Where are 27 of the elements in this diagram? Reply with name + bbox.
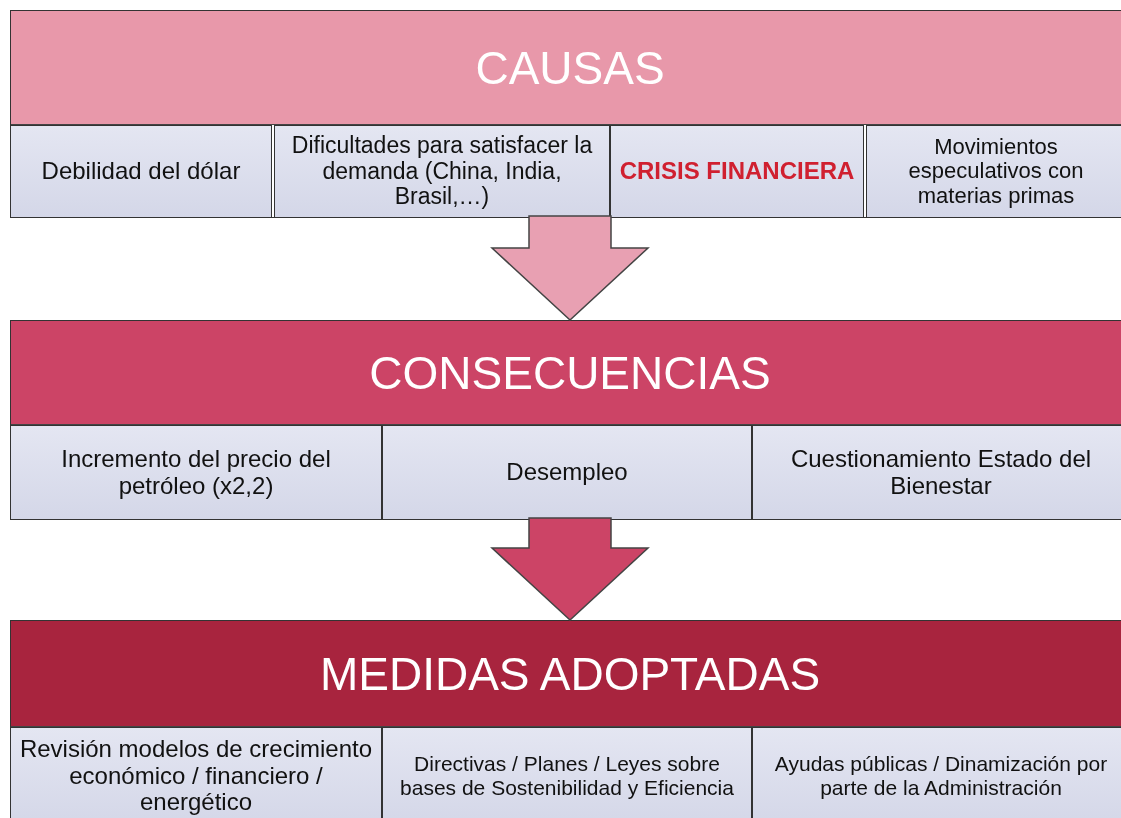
box-text: Ayudas públicas / Dinamización por parte de la Administración [773, 752, 1109, 800]
box-text: Movimientos especulativos con materias primas [907, 134, 1085, 209]
cause-box [752, 425, 1121, 520]
box-text: Directivas / Planes / Leyes sobre bases de Sostenibilidad y Eficiencia [399, 752, 735, 800]
cause-box [382, 727, 752, 818]
box-text: Cuestionamiento Estado del Bienestar [789, 445, 1093, 500]
box-text: Dificultades para satisfacer la demanda (China, India, Brasil,…) [290, 132, 594, 211]
cause-box [10, 125, 272, 218]
box-text: Debilidad del dólar [41, 158, 241, 185]
cause-box [866, 125, 1121, 218]
box-text: Incremento del precio del petróleo (x2,2) [60, 445, 332, 500]
cause-box [752, 727, 1121, 818]
block-arrow [490, 215, 650, 322]
cause-box [382, 425, 752, 520]
cause-box [610, 125, 864, 218]
cause-box [10, 425, 382, 520]
box-text: CRISIS FINANCIERA [619, 158, 855, 185]
section-panel [10, 320, 1121, 520]
section-panel [10, 10, 1121, 218]
section-title: CONSECUENCIAS [369, 345, 771, 400]
section-title: CAUSAS [475, 40, 665, 95]
section-panel [10, 620, 1121, 818]
box-text: Desempleo [506, 459, 628, 486]
cause-box [274, 125, 610, 218]
box-text: Revisión modelos de crecimiento económico / financiero / energético [18, 735, 374, 817]
block-arrow [490, 517, 650, 622]
section-title: MEDIDAS ADOPTADAS [319, 646, 821, 701]
